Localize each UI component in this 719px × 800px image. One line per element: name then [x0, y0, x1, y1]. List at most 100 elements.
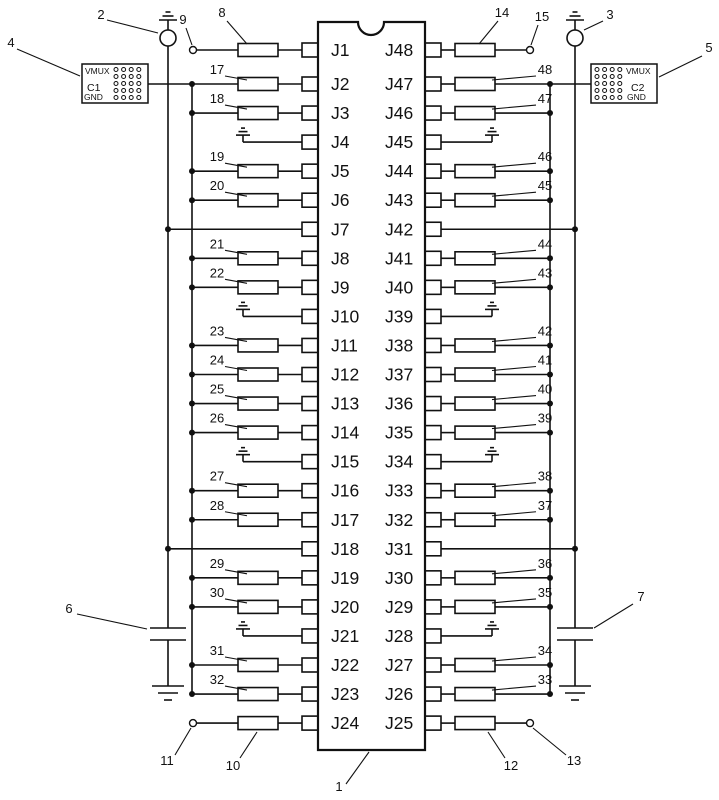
resistor: [454, 512, 496, 528]
right-row-16: 38: [424, 469, 553, 499]
right-row-21: [424, 621, 499, 644]
ic-pin: [424, 105, 442, 121]
vmux-title: VMUX: [626, 66, 651, 76]
right-row-8: 44: [424, 236, 553, 267]
ic-body: [316, 20, 427, 752]
pin-label: J3: [331, 103, 349, 123]
ic-pin: [301, 453, 319, 470]
power-buses: [167, 46, 576, 695]
terminal-circle: [525, 718, 535, 728]
pin-label: J13: [331, 394, 359, 414]
pin-label: J17: [331, 510, 359, 530]
callout-label: 41: [538, 353, 552, 368]
ic-pin: [424, 424, 442, 441]
ic-pin: [301, 308, 319, 325]
resistor: [454, 367, 496, 382]
pin-label: J42: [385, 219, 413, 239]
callout-leader: [224, 482, 248, 488]
pin-label: J41: [385, 248, 413, 268]
callout-leader: [530, 24, 539, 46]
left-row-14: 26: [189, 411, 319, 441]
callout-leader: [491, 569, 537, 575]
callout-label: 12: [504, 758, 518, 773]
callout-leader: [491, 162, 537, 168]
callout-leader: [224, 278, 248, 284]
resistor: [454, 280, 496, 295]
pin-label: J10: [331, 306, 359, 326]
ic-pin: [424, 279, 442, 296]
callout-leader: [491, 656, 537, 662]
callout-leader: [224, 569, 248, 575]
callout-label: 45: [538, 178, 552, 193]
ic-pin: [424, 76, 442, 92]
left-row-23: 32: [189, 672, 319, 702]
pin-label: J39: [385, 306, 413, 326]
ground-icon: [159, 11, 177, 30]
ic-pin: [424, 42, 442, 58]
left-row-5: 19: [189, 149, 319, 179]
vmux-box: [590, 63, 658, 104]
resistor: [454, 163, 496, 179]
left-row-10: [236, 301, 319, 325]
ground-icon: [566, 11, 584, 30]
callout-label: 24: [210, 353, 224, 368]
callout-leader: [224, 365, 248, 372]
resistor: [454, 105, 496, 121]
pin-label: J48: [385, 40, 413, 60]
callout-leader: [478, 20, 499, 45]
ic-pin: [424, 628, 442, 644]
pin-label: J1: [331, 40, 349, 60]
right-row-4: [424, 127, 499, 150]
ic-pin: [424, 657, 442, 673]
ic-pin: [424, 308, 442, 325]
callout-label: 39: [538, 411, 552, 426]
callout-leader: [491, 336, 537, 342]
vmux-gnd: GND: [84, 92, 103, 102]
callout-leader: [345, 751, 370, 785]
pin-label: J37: [385, 365, 413, 385]
pin-label: J45: [385, 132, 413, 152]
callout-label: 48: [538, 62, 552, 77]
callout-leader: [224, 511, 248, 517]
callout-label: 15: [535, 9, 549, 24]
right-row-19: 36: [424, 556, 553, 586]
callout-label: 38: [538, 469, 552, 484]
connector-dot: [617, 67, 623, 72]
ic-pin: [424, 134, 442, 150]
callout-label: 40: [538, 382, 552, 397]
resistor: [454, 657, 496, 673]
left-row-3: 18: [189, 91, 319, 121]
ground-icon: [152, 685, 184, 701]
ground-icon: [485, 127, 499, 143]
left-row-7: [165, 221, 319, 238]
ic-pin: [424, 250, 442, 267]
callout-label: 10: [226, 758, 240, 773]
ic-pin: [301, 570, 319, 586]
callout-label: 7: [637, 589, 644, 604]
connector-dot: [121, 95, 127, 100]
connector-dot: [594, 74, 600, 79]
connector-dot: [594, 67, 600, 72]
vmux-title: VMUX: [85, 66, 110, 76]
callout-leader: [224, 249, 248, 255]
callout-label: 36: [538, 556, 552, 571]
connector-dot: [121, 81, 127, 86]
pin-label: J31: [385, 539, 413, 559]
callout-label: 9: [179, 12, 186, 27]
callout-leader: [16, 48, 81, 77]
ground-icon: [236, 621, 250, 636]
callout-leader: [491, 598, 537, 604]
source-circle: [566, 29, 584, 47]
pin-label: J8: [331, 248, 349, 268]
callout-label: 4: [7, 35, 14, 50]
callout-label: 27: [210, 469, 224, 484]
callout-leader: [76, 613, 148, 630]
right-row-10: [424, 301, 499, 325]
callout-leader: [491, 424, 537, 430]
ground-icon: [485, 621, 499, 636]
callout-leader: [491, 249, 537, 255]
resistor: [454, 76, 496, 92]
connector-dot: [602, 74, 608, 79]
callout-label: 14: [495, 5, 509, 20]
resistor: [454, 715, 496, 731]
